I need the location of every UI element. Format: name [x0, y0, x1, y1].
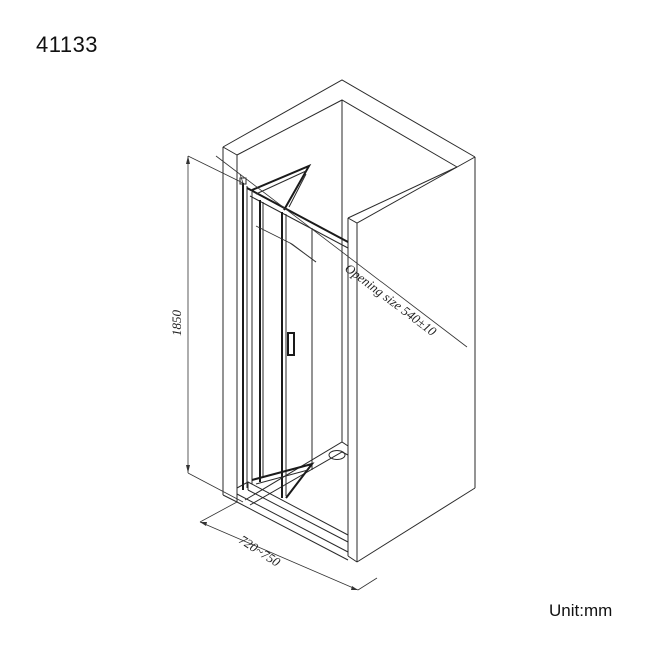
back-wall — [222, 79, 476, 402]
bifold-door — [251, 163, 315, 499]
door-frame — [239, 177, 349, 490]
door-handle-icon — [287, 332, 295, 356]
height-dimension: 1850 — [169, 155, 244, 503]
shower-tray — [236, 402, 349, 561]
right-wall — [347, 156, 476, 563]
width-dimension: 720~750 — [199, 501, 378, 591]
width-label: 720~750 — [236, 532, 283, 570]
left-wall — [222, 146, 238, 503]
model-code: 41133 — [36, 32, 99, 57]
height-label: 1850 — [169, 310, 184, 337]
opening-reference — [255, 225, 317, 263]
unit-label: Unit:mm — [549, 601, 613, 620]
drain-icon — [328, 450, 346, 460]
hinge-cap — [239, 177, 247, 185]
